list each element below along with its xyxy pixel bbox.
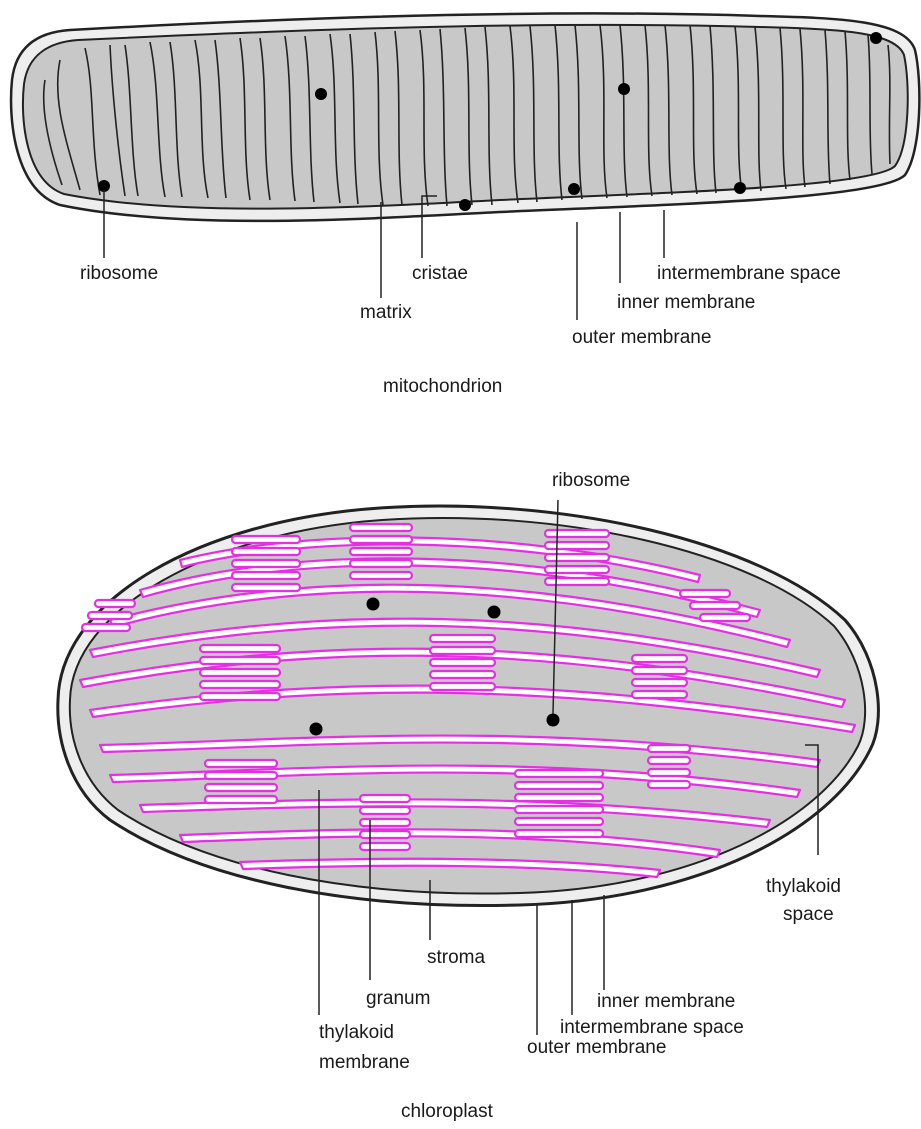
label-granum: granum	[366, 988, 430, 1009]
mitochondrion: ribosome cristae matrix intermembrane sp…	[11, 13, 919, 397]
ribosome-dot	[315, 88, 327, 100]
ribosome-dot	[618, 83, 630, 95]
label-thylakoid-membrane-line1: thylakoid	[319, 1022, 394, 1043]
label-mito-intermembrane-space: intermembrane space	[657, 263, 841, 284]
mitochondrion-inner-membrane	[23, 25, 908, 209]
label-chloro-ribosome: ribosome	[552, 470, 630, 491]
label-thylakoid-space-line1: thylakoid	[766, 876, 841, 897]
ribosome-dot	[547, 714, 560, 727]
label-matrix: matrix	[360, 302, 412, 323]
label-chloro-inner-membrane: inner membrane	[597, 991, 735, 1012]
label-cristae: cristae	[412, 263, 468, 284]
ribosome-dot	[870, 32, 882, 44]
label-mito-ribosome: ribosome	[80, 263, 158, 284]
label-chloro-outer-membrane: outer membrane	[527, 1037, 666, 1058]
label-mito-inner-membrane: inner membrane	[617, 292, 755, 313]
label-chloro-intermembrane-space: intermembrane space	[560, 1017, 744, 1038]
ribosome-dot	[459, 199, 471, 211]
ribosome-dot	[568, 183, 580, 195]
granum-stack	[82, 600, 135, 631]
chloroplast: ribosome thylakoid space stroma inner me…	[58, 470, 879, 1122]
chloroplast-caption: chloroplast	[401, 1101, 494, 1122]
mitochondrion-caption: mitochondrion	[383, 376, 502, 397]
ribosome-dot	[367, 598, 380, 611]
ribosome-dot	[488, 606, 501, 619]
label-thylakoid-space-line2: space	[783, 904, 834, 925]
label-mito-outer-membrane: outer membrane	[572, 327, 711, 348]
ribosome-dot	[310, 723, 323, 736]
label-thylakoid-membrane-line2: membrane	[319, 1052, 410, 1073]
ribosome-dot	[734, 182, 746, 194]
label-stroma: stroma	[427, 947, 486, 968]
